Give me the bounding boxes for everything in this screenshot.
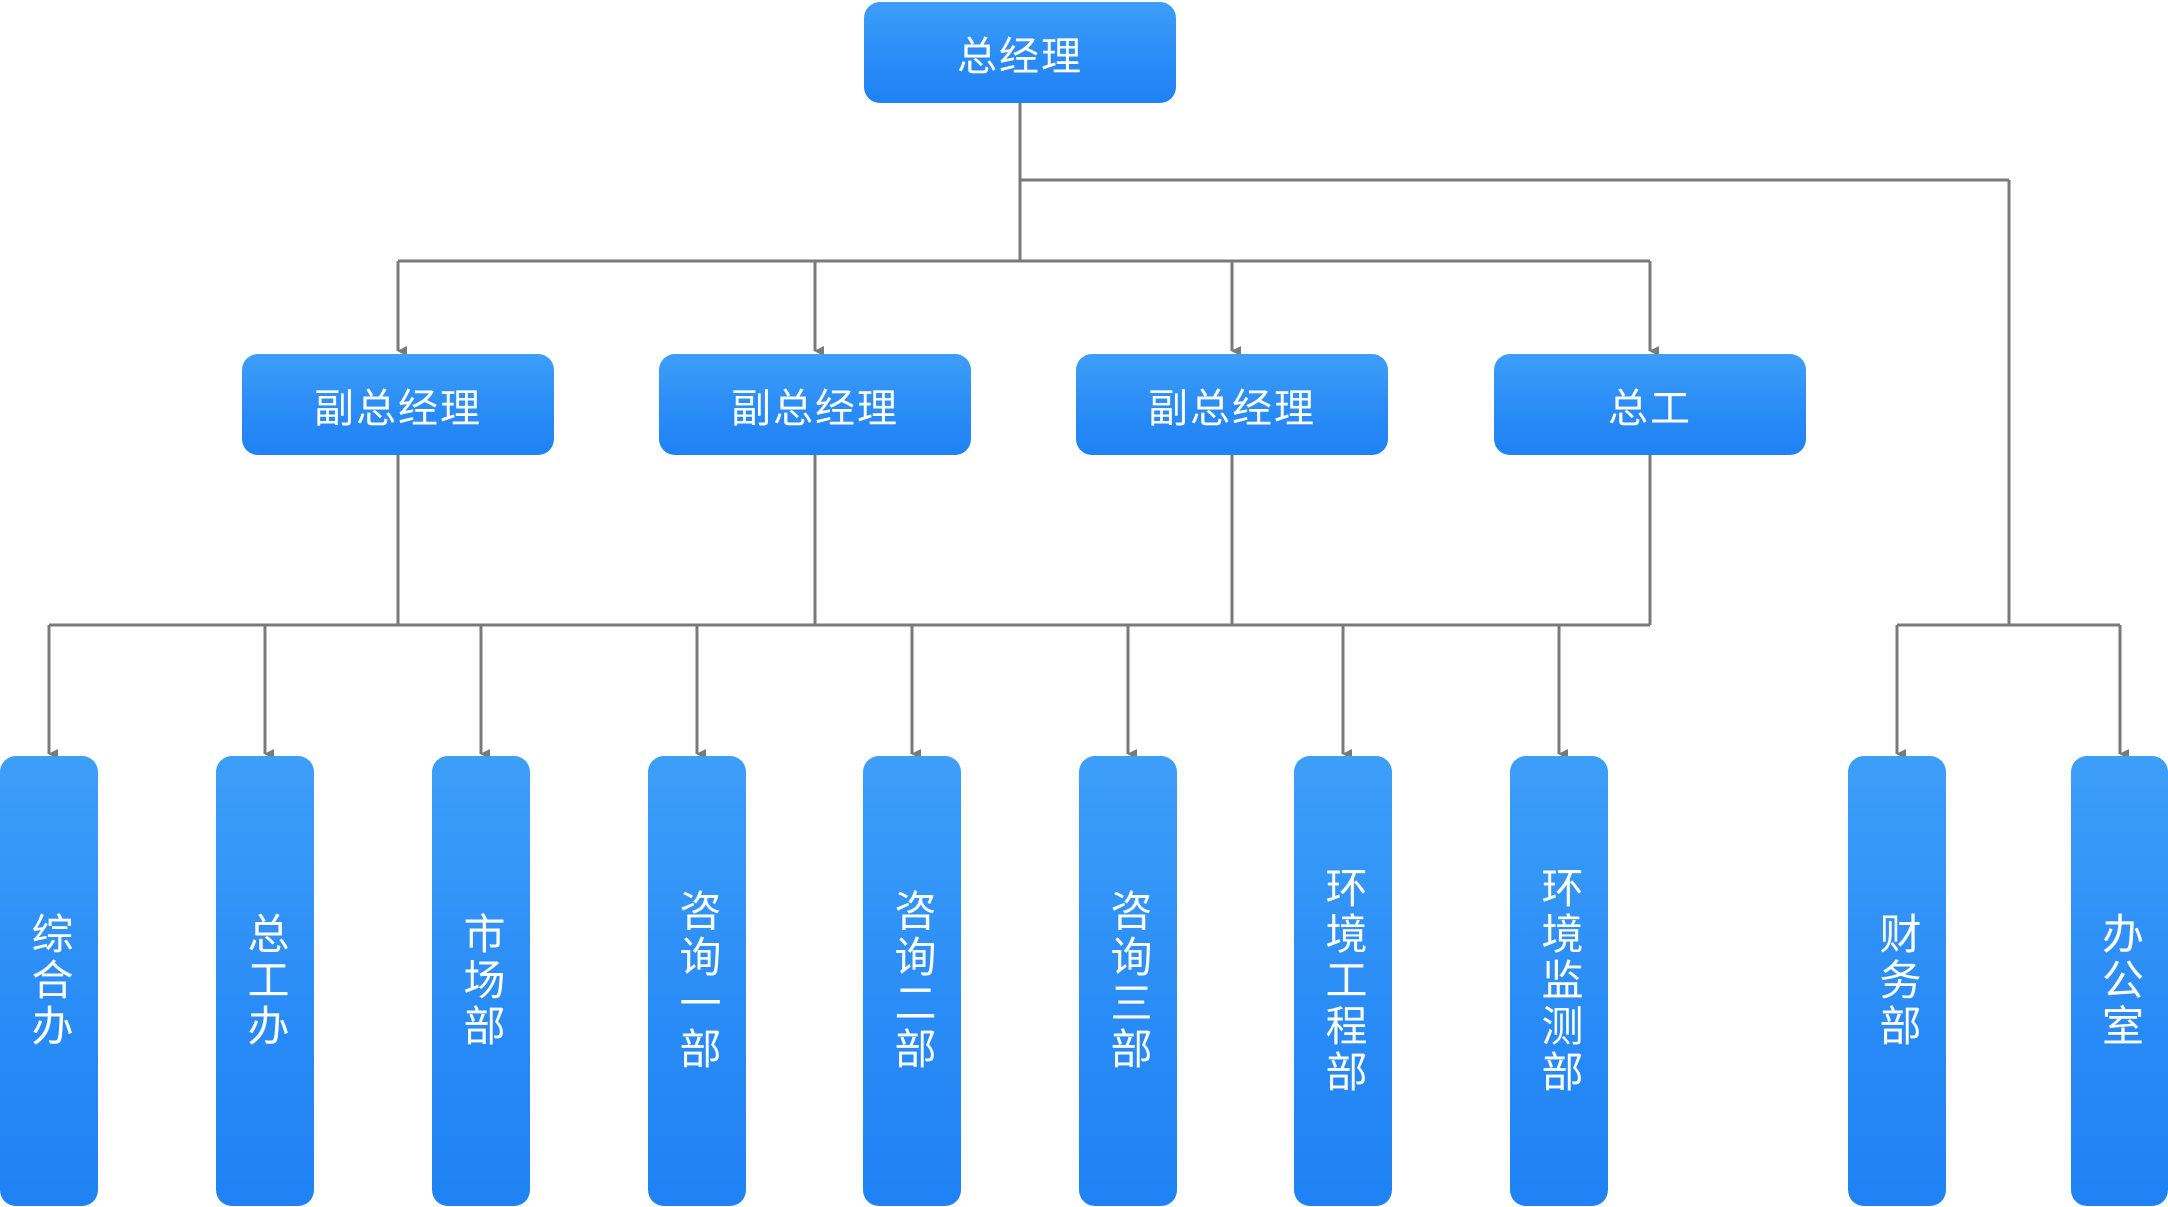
node-label: 副总经理: [314, 385, 482, 432]
node-deputy-gm-3: 副总经理: [1076, 354, 1388, 455]
node-general-manager: 总经理: [864, 2, 1176, 103]
node-dept-marketing: 市场部: [432, 756, 530, 1206]
node-dept-consulting-1: 咨询一部: [648, 756, 746, 1206]
node-dept-general-office: 综合办: [0, 756, 98, 1206]
node-deputy-gm-2: 副总经理: [659, 354, 971, 455]
node-label: 咨询一部: [673, 889, 722, 1073]
node-label: 财务部: [1873, 912, 1922, 1050]
node-dept-consulting-3: 咨询三部: [1079, 756, 1177, 1206]
node-label: 总工办: [241, 912, 290, 1050]
node-label: 环境监测部: [1535, 866, 1584, 1096]
node-label: 副总经理: [731, 385, 899, 432]
node-dept-office: 办公室: [2071, 756, 2168, 1206]
node-dept-environmental-monitoring: 环境监测部: [1510, 756, 1608, 1206]
node-label: 总工: [1608, 385, 1692, 432]
node-chief-engineer: 总工: [1494, 354, 1806, 455]
node-label: 环境工程部: [1319, 866, 1368, 1096]
node-label: 综合办: [25, 912, 74, 1050]
node-label: 总经理: [957, 33, 1083, 80]
node-dept-chief-engineer-office: 总工办: [216, 756, 314, 1206]
node-dept-environmental-engineering: 环境工程部: [1294, 756, 1392, 1206]
node-dept-consulting-2: 咨询二部: [863, 756, 961, 1206]
node-deputy-gm-1: 副总经理: [242, 354, 554, 455]
node-label: 副总经理: [1148, 385, 1316, 432]
node-label: 咨询三部: [1104, 889, 1153, 1073]
node-label: 市场部: [457, 912, 506, 1050]
node-label: 办公室: [2095, 912, 2145, 1050]
node-dept-finance: 财务部: [1848, 756, 1946, 1206]
node-label: 咨询二部: [888, 889, 937, 1073]
